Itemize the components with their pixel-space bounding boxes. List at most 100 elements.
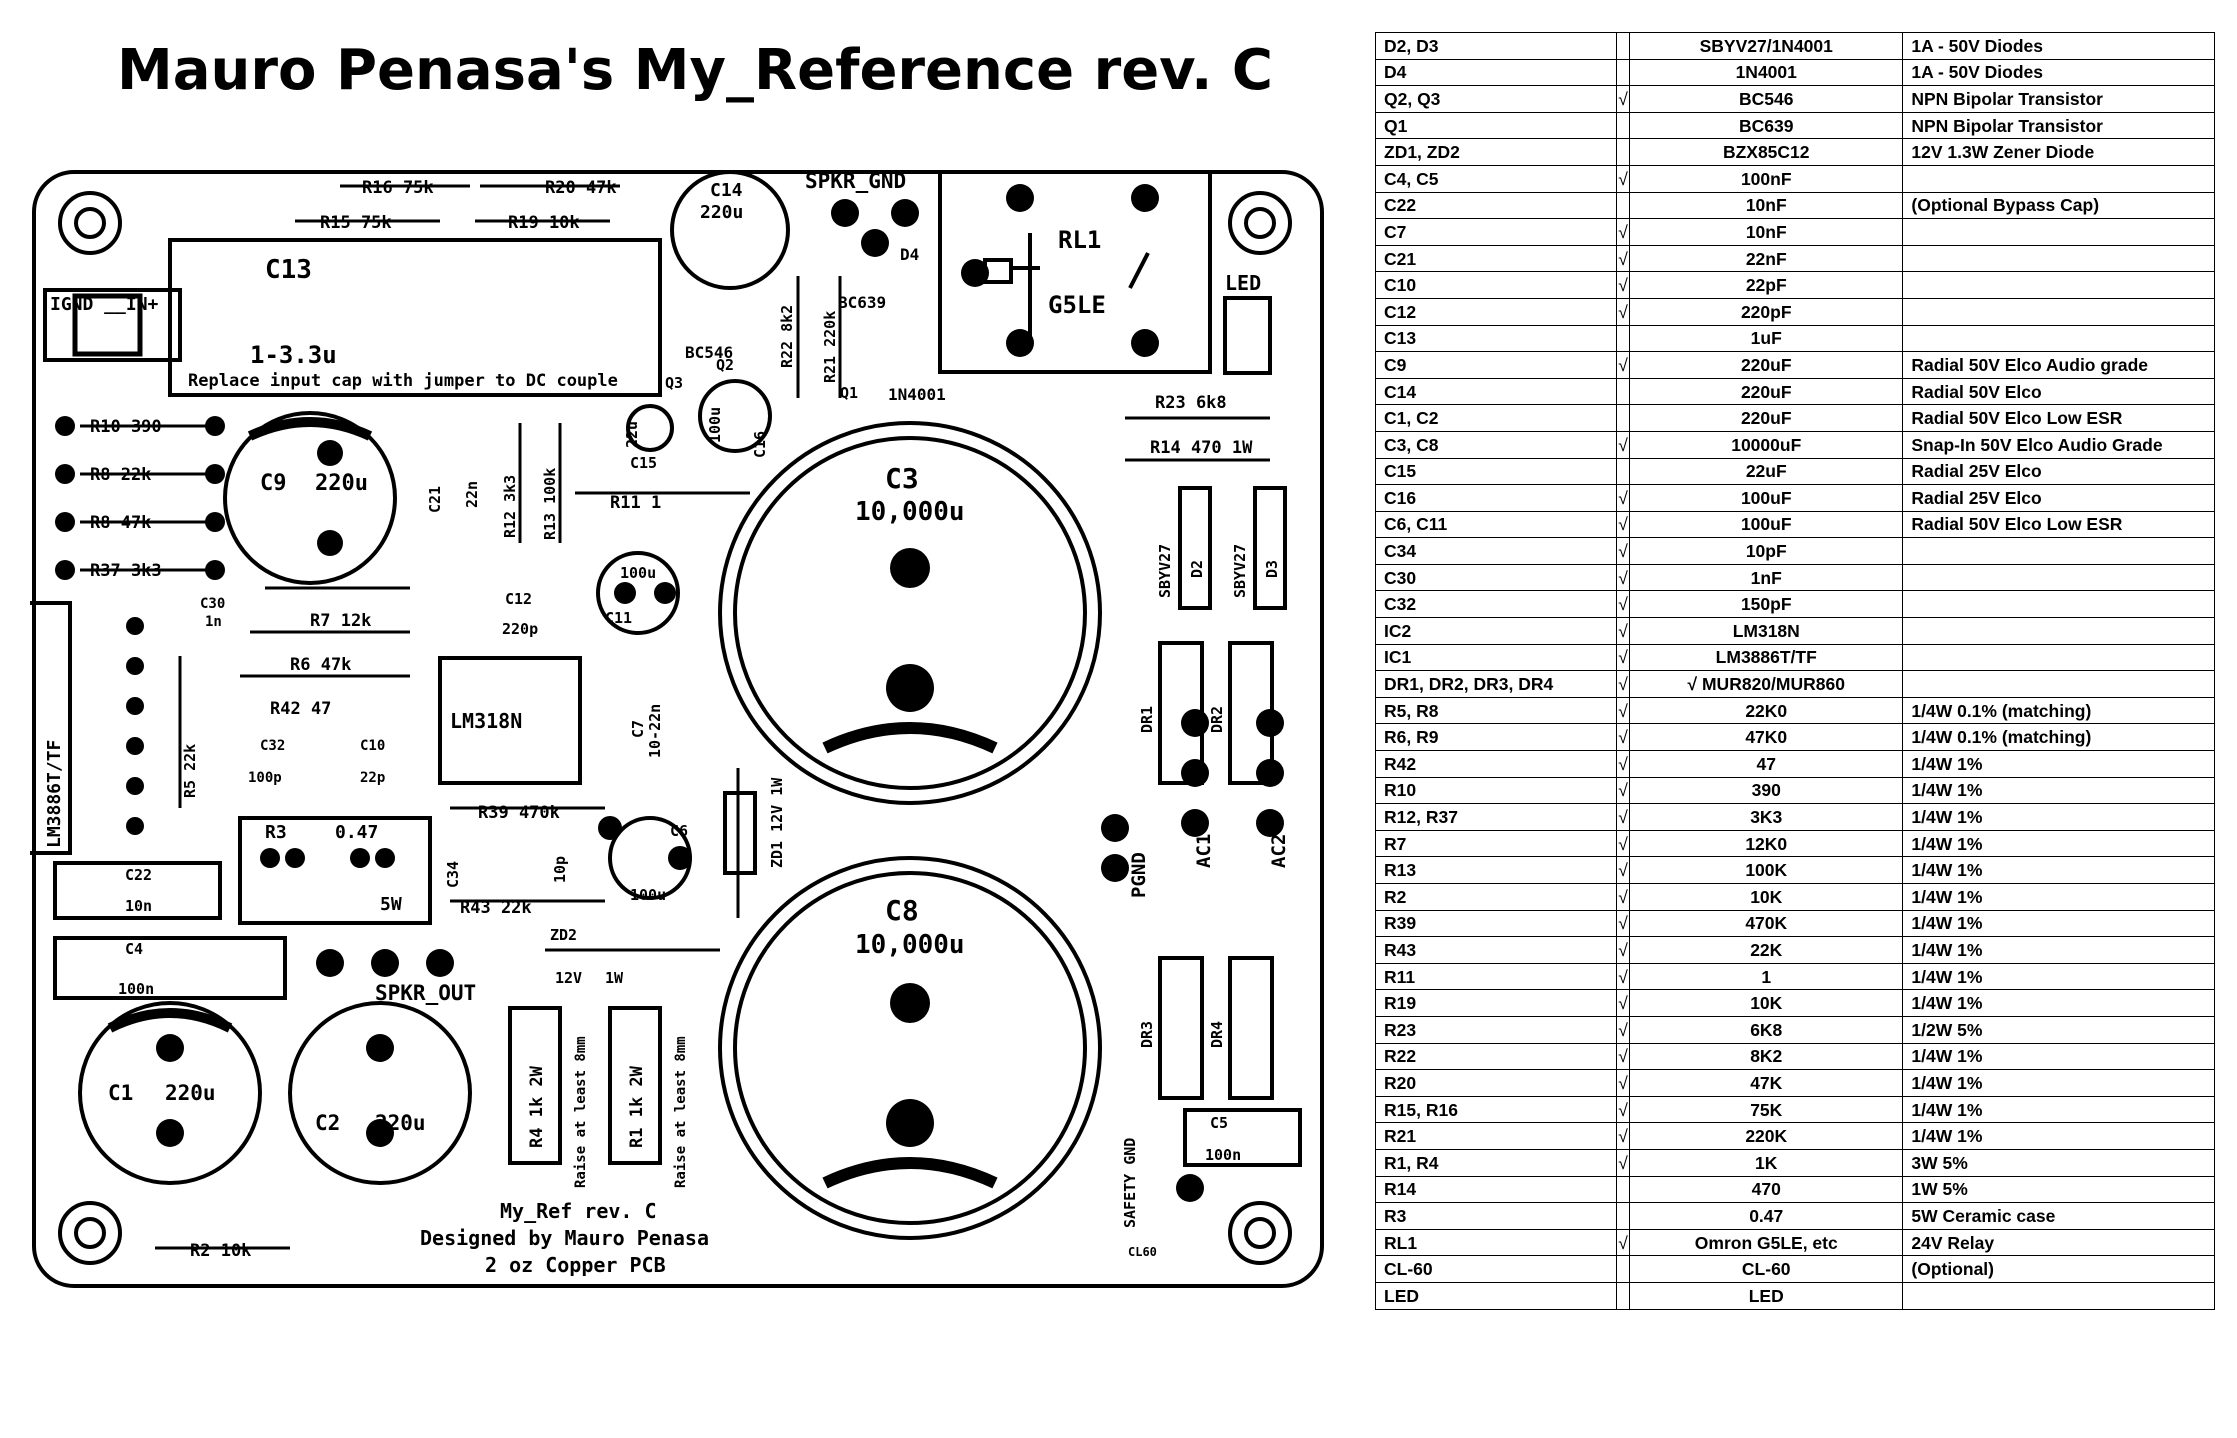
bom-ref-cell: R10: [1375, 776, 1617, 805]
bom-check-cell: [1615, 457, 1631, 486]
bom-value-cell: 150pF: [1629, 590, 1904, 619]
bom-check-cell: √: [1615, 164, 1631, 193]
c13-ref: C13: [265, 255, 312, 285]
dr4-outline: [1228, 956, 1274, 1100]
bom-desc-cell: 1/4W 1%: [1902, 1069, 2215, 1097]
bom-ref-cell: R22: [1375, 1042, 1617, 1071]
dr4-label: DR4: [1208, 1021, 1226, 1048]
c3-capacitor: [718, 421, 1102, 805]
rl1-ref: RL1: [1058, 226, 1101, 254]
bom-ref-cell: CL-60: [1375, 1255, 1617, 1283]
bom-desc-cell: [1902, 324, 2215, 353]
bom-desc-cell: [1902, 164, 2215, 193]
bom-check-cell: [1615, 1175, 1631, 1204]
bom-value-cell: 1N4001: [1629, 58, 1904, 87]
bom-check-cell: √: [1615, 271, 1631, 299]
bom-desc-cell: 24V Relay: [1902, 1228, 2215, 1257]
bom-value-cell: 47K0: [1629, 723, 1904, 752]
bom-check-cell: √: [1615, 1148, 1631, 1177]
pcb-silkscreen: IGND __IN+ C13 1-3.3u Replace input cap …: [30, 169, 1324, 1288]
r15-label: R15 75k: [320, 213, 392, 233]
c16-value: 100u: [706, 407, 724, 443]
bom-value-cell: Omron G5LE, etc: [1629, 1228, 1904, 1257]
zd2-power: 1W: [605, 969, 624, 987]
c5-value: 100n: [1205, 1146, 1241, 1164]
c32-ref: C32: [260, 738, 285, 754]
bom-desc-cell: Snap-In 50V Elco Audio Grade: [1902, 430, 2215, 459]
r3-outline: [238, 816, 432, 925]
bom-value-cell: 10K: [1629, 883, 1904, 911]
bom-desc-cell: 1A - 50V Diodes: [1902, 32, 2215, 60]
r11-label: R11 1: [610, 493, 661, 513]
bom-ref-cell: R42: [1375, 750, 1617, 778]
c5-ref: C5: [1210, 1114, 1228, 1132]
bom-desc-cell: [1902, 271, 2215, 299]
d3-part: SBYV27: [1231, 544, 1249, 598]
bom-value-cell: SBYV27/1N4001: [1629, 32, 1904, 60]
bom-desc-cell: NPN Bipolar Transistor: [1902, 85, 2215, 113]
c21-ref: C21: [426, 486, 444, 513]
bom-value-cell: 100K: [1629, 856, 1904, 884]
bom-check-cell: [1615, 191, 1631, 220]
c3-value: 10,000u: [855, 497, 965, 527]
bom-ref-cell: C22: [1375, 191, 1617, 220]
c11-ref: C11: [605, 609, 632, 627]
bom-ref-cell: DR1, DR2, DR3, DR4: [1375, 670, 1617, 698]
bom-check-cell: √: [1615, 1015, 1631, 1044]
bom-ref-cell: C12: [1375, 297, 1617, 326]
bom-desc-cell: 1/4W 1%: [1902, 1042, 2215, 1071]
bom-value-cell: BC639: [1629, 111, 1904, 140]
bom-ref-cell: C15: [1375, 457, 1617, 486]
bom-ref-cell: C13: [1375, 324, 1617, 353]
bom-ref-cell: IC2: [1375, 617, 1617, 645]
ic2-label: LM318N: [450, 709, 522, 733]
c13-outline: [168, 238, 662, 397]
bom-desc-cell: Radial 50V Elco: [1902, 377, 2215, 406]
bom-row: C21√22nF: [1375, 244, 2215, 273]
page-title: Mauro Penasa's My_Reference rev. C: [117, 38, 1273, 103]
c22-ref: C22: [125, 866, 152, 884]
bom-ref-cell: IC1: [1375, 643, 1617, 672]
bom-value-cell: 22nF: [1629, 244, 1904, 273]
r37-label: R37 3k3: [90, 561, 162, 581]
bom-value-cell: LED: [1629, 1281, 1904, 1310]
bom-value-cell: 1: [1629, 962, 1904, 991]
bom-ref-cell: R13: [1375, 856, 1617, 884]
bom-check-cell: √: [1615, 297, 1631, 326]
bom-row: C10√22pF: [1375, 271, 2215, 299]
r5-label: R5 22k: [181, 744, 199, 798]
footer-line-3: 2 oz Copper PCB: [485, 1253, 666, 1277]
bom-value-cell: 220uF: [1629, 377, 1904, 406]
c5-outline: [1183, 1108, 1302, 1167]
bom-desc-cell: 1/4W 1%: [1902, 750, 2215, 778]
bom-desc-cell: Radial 25V Elco: [1902, 457, 2215, 486]
bom-value-cell: LM3886T/TF: [1629, 643, 1904, 672]
r13-label: R13 100k: [541, 468, 559, 540]
bom-check-cell: √: [1615, 829, 1631, 858]
c6-value: 100u: [630, 886, 666, 904]
c30-value: 1n: [205, 614, 222, 630]
d4-ref: D4: [900, 245, 919, 264]
mounting-hole-tr: [1228, 191, 1292, 255]
bom-desc-cell: Radial 50V Elco Low ESR: [1902, 510, 2215, 539]
bom-value-cell: 22K0: [1629, 696, 1904, 725]
c32-value: 100p: [248, 770, 282, 786]
bom-ref-cell: R11: [1375, 962, 1617, 991]
bom-value-cell: 10nF: [1629, 218, 1904, 246]
spkr-out-label: SPKR_OUT: [375, 981, 476, 1005]
bom-value-cell: 47K: [1629, 1069, 1904, 1097]
